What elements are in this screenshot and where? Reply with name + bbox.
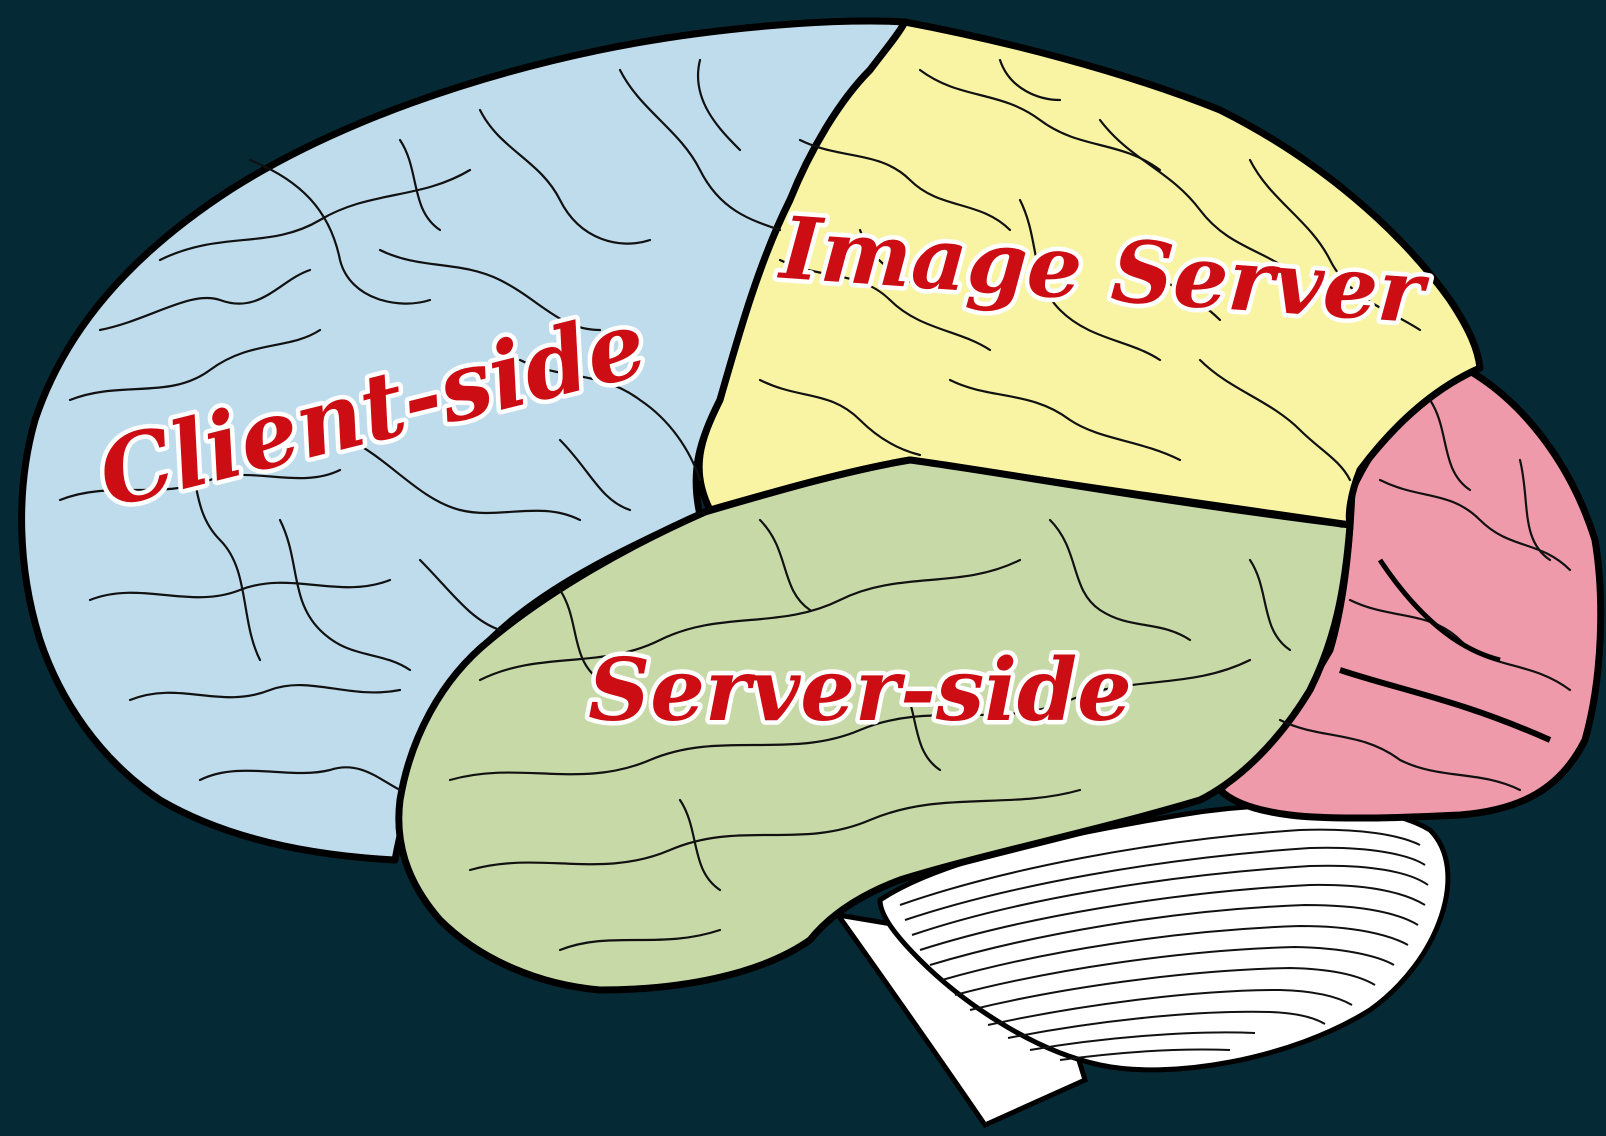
label-server-side: Server-side xyxy=(588,640,1132,741)
